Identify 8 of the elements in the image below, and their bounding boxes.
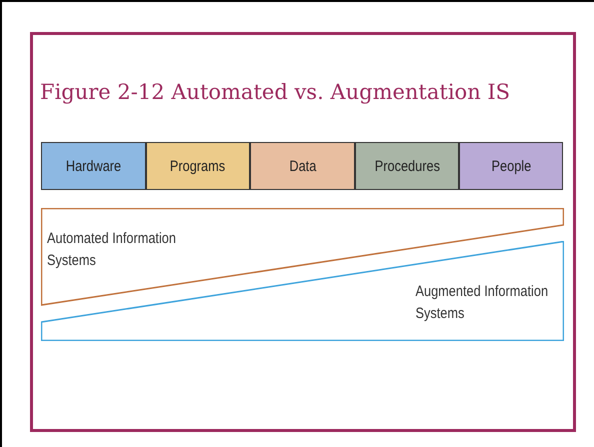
- figure-title: Figure 2-12 Automated vs. Augmentation IS: [40, 80, 510, 104]
- component-box: Data: [250, 142, 355, 190]
- component-box: Procedures: [355, 142, 459, 190]
- component-box: Programs: [146, 142, 250, 190]
- system-label: Automated Information Systems: [47, 229, 177, 271]
- component-box: Hardware: [41, 142, 146, 190]
- component-box: People: [459, 142, 563, 190]
- system-label: Augmented Information Systems: [416, 282, 550, 324]
